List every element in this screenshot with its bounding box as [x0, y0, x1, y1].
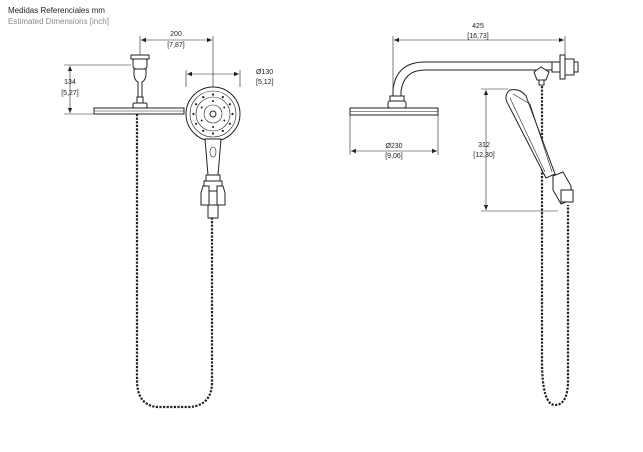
dim-130-mm: Ø130 [256, 69, 273, 76]
side-hand-shower [505, 89, 556, 179]
side-arm [392, 61, 553, 97]
dim-312-mm: 312 [478, 142, 490, 149]
side-holder [552, 171, 574, 205]
dim-312-inch: [12,30] [473, 152, 494, 159]
dim-425-mm: 425 [472, 23, 484, 30]
front-arm [132, 96, 148, 109]
front-nozzles [192, 93, 234, 135]
dim-230-mm: Ø230 [385, 143, 402, 150]
front-hand-shower [185, 86, 241, 219]
dimension-130: Ø130 [5,12] [185, 69, 274, 87]
drawing-title: Medidas Referenciales mm [8, 6, 105, 15]
side-wall-flange [551, 54, 579, 80]
front-view: 200 [7,87] 134 [5,27] Ø130 [5,12] [61, 31, 274, 409]
dimension-200: 200 [7,87] [139, 31, 214, 87]
front-rain-head [93, 107, 185, 115]
dim-200-mm: 200 [170, 31, 182, 38]
dim-230-inch: [9,06] [385, 153, 403, 160]
drawing-subtitle: Estimated Dimensions [inch] [8, 17, 109, 26]
front-hose [135, 114, 214, 409]
side-head-connector [387, 95, 407, 109]
dim-425-inch: [16,73] [467, 33, 488, 40]
dim-200-inch: [7,87] [167, 42, 185, 49]
dim-134-mm: 134 [64, 79, 76, 86]
dimension-312: 312 [12,30] [473, 88, 558, 212]
side-diverter [533, 66, 550, 86]
dimension-425: 425 [16,73] [392, 23, 566, 90]
dimension-230: Ø230 [9,06] [349, 115, 439, 160]
dimension-134: 134 [5,27] [61, 64, 131, 115]
dim-130-inch: [5,12] [256, 79, 274, 86]
side-rain-head [349, 107, 439, 116]
side-hose [540, 86, 570, 407]
front-wall-elbow [130, 54, 150, 99]
dim-134-inch: [5,27] [61, 90, 79, 97]
side-view: 425 [16,73] Ø230 [9,06] 312 [12,30] [349, 23, 579, 407]
